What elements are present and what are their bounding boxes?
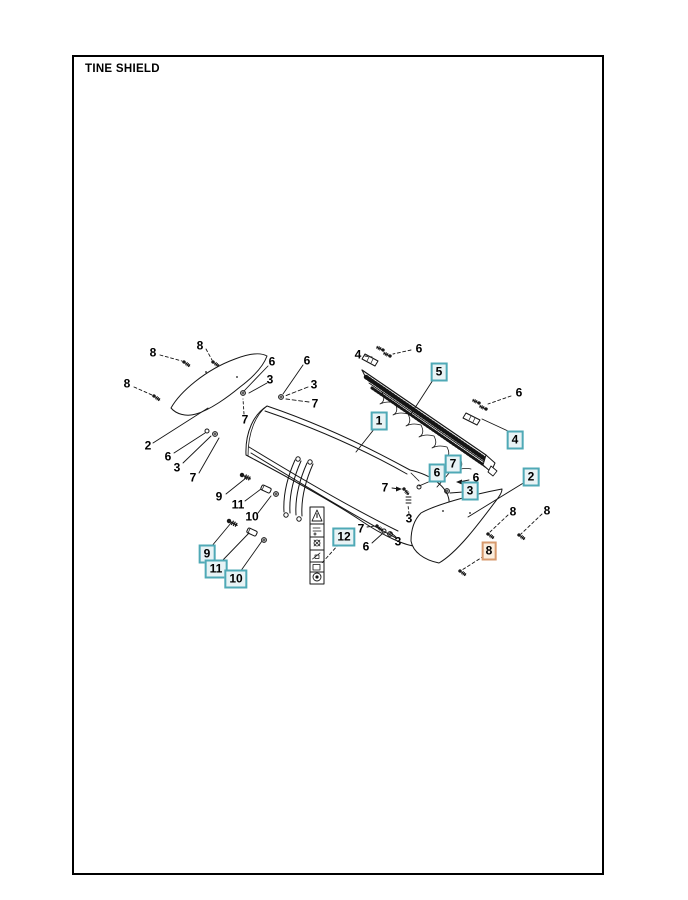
callout-8: 8 (196, 338, 204, 353)
part-2-right-shield (410, 488, 503, 564)
callout-6: 6 (472, 470, 480, 485)
callout-7: 7 (189, 470, 197, 485)
callout-10-highlighted[interactable]: 10 (224, 569, 248, 589)
callout-6: 6 (362, 539, 370, 554)
callout-2: 2 (144, 438, 152, 453)
callout-9: 9 (215, 489, 223, 504)
callout-6: 6 (164, 449, 172, 464)
callout-9-highlighted[interactable]: 9 (198, 544, 216, 564)
callout-3: 3 (266, 372, 274, 387)
callout-7: 7 (241, 412, 249, 427)
callout-6-highlighted[interactable]: 6 (428, 463, 446, 483)
part-2-left-shield (170, 353, 268, 416)
callout-3: 3 (310, 377, 318, 392)
part-12-warning-decal (309, 506, 325, 585)
callout-3-highlighted[interactable]: 3 (461, 481, 479, 501)
callout-8: 8 (123, 376, 131, 391)
callout-6: 6 (415, 341, 423, 356)
support-bracket-straps (283, 456, 314, 522)
part-4-bracket-left (361, 345, 393, 367)
callout-3: 3 (173, 460, 181, 475)
callout-6: 6 (303, 353, 311, 368)
callout-12-highlighted[interactable]: 12 (332, 527, 356, 547)
callout-7: 7 (357, 521, 365, 536)
callout-3: 3 (405, 511, 413, 526)
callout-7: 7 (311, 396, 319, 411)
part-4-bracket-right (462, 398, 489, 426)
callout-7-highlighted[interactable]: 7 (444, 454, 462, 474)
callout-5-highlighted[interactable]: 5 (430, 362, 448, 382)
diagram-title: TINE SHIELD (85, 63, 160, 75)
callout-8: 8 (509, 504, 517, 519)
callout-11-highlighted[interactable]: 11 (204, 559, 228, 579)
callout-7: 7 (381, 480, 389, 495)
callout-2-highlighted[interactable]: 2 (522, 467, 540, 487)
callout-8-highlighted[interactable]: 8 (481, 541, 497, 561)
callout-1-highlighted[interactable]: 1 (370, 411, 388, 431)
callout-6: 6 (515, 385, 523, 400)
callout-11: 11 (231, 497, 245, 512)
callout-8: 8 (543, 503, 551, 518)
callout-10: 10 (245, 509, 259, 524)
callout-4-highlighted[interactable]: 4 (506, 430, 524, 450)
callout-8: 8 (149, 345, 157, 360)
fasteners (151, 359, 527, 577)
callout-6: 6 (268, 354, 276, 369)
callout-3: 3 (394, 534, 402, 549)
callout-4: 4 (354, 347, 362, 362)
leader-lines (133, 348, 543, 573)
